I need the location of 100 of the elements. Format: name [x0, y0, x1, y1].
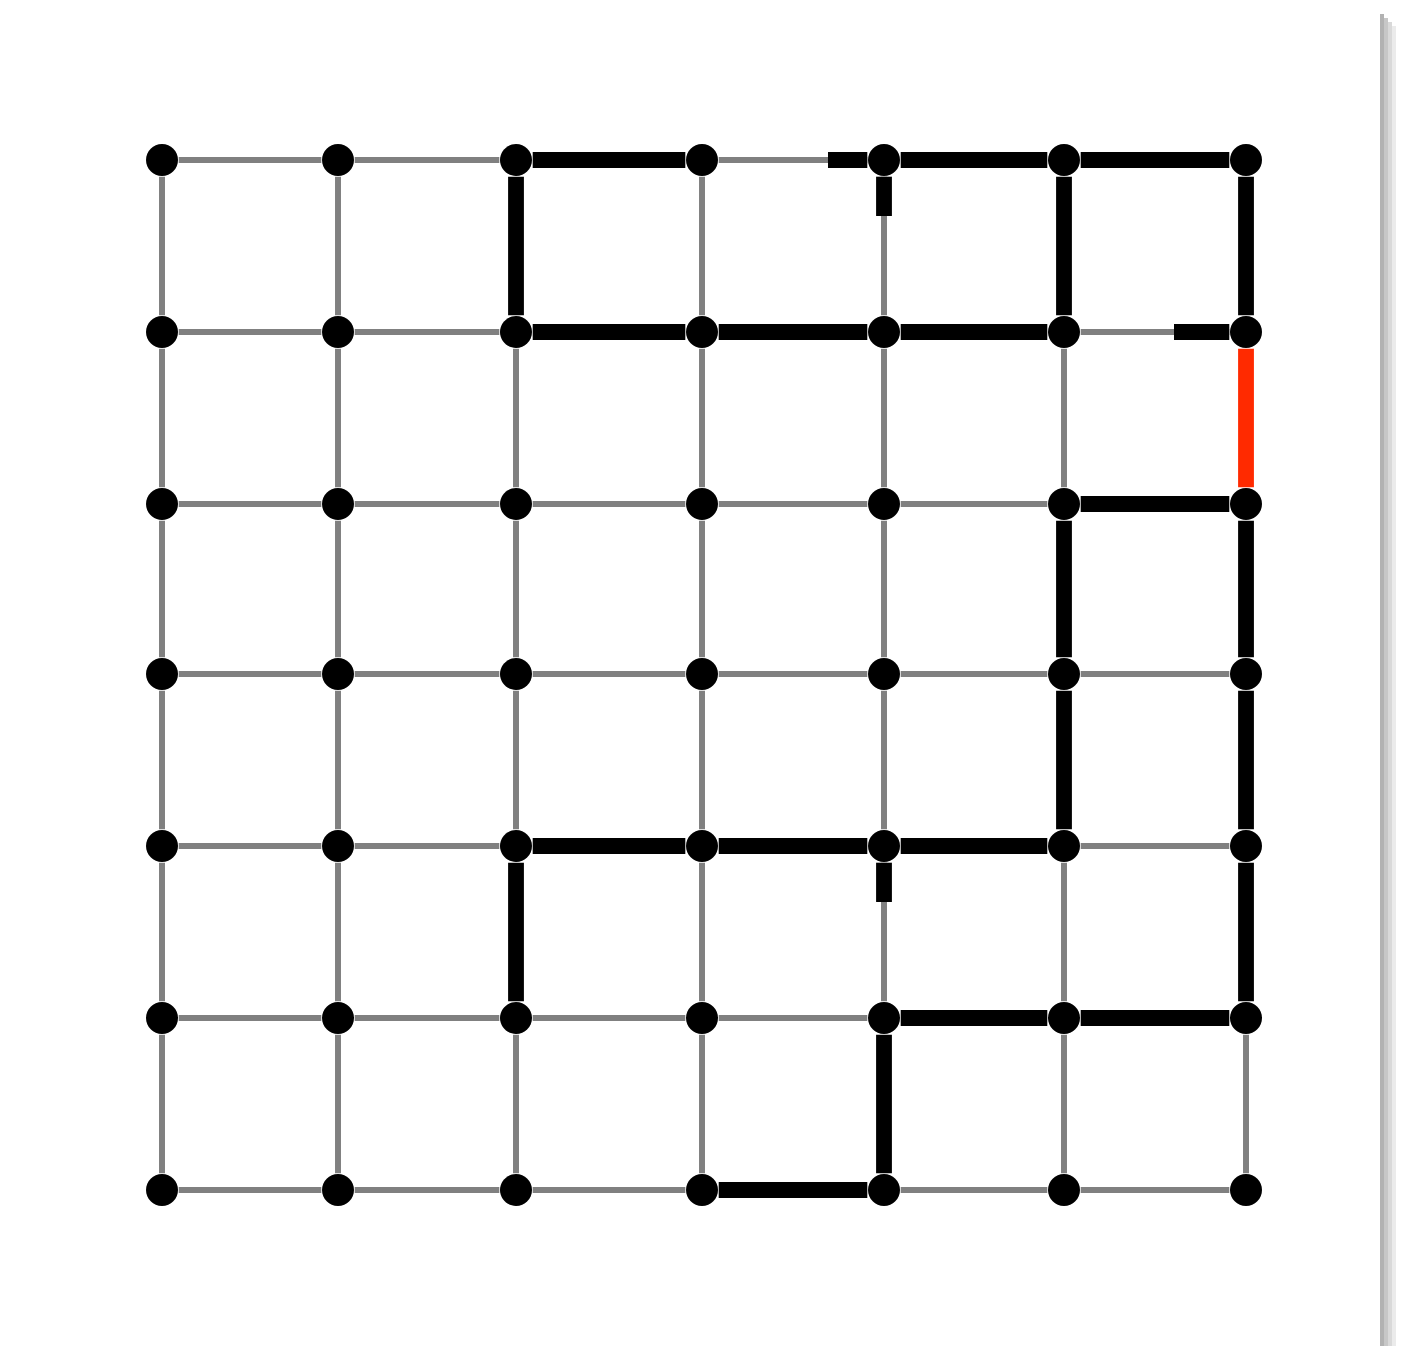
grid-line [699, 176, 705, 316]
grid-dot [868, 316, 900, 348]
path-segment [900, 838, 1048, 854]
path-stub [876, 862, 892, 902]
path-segment [1056, 690, 1072, 830]
path-segment [1238, 690, 1254, 830]
grid-dot [868, 1174, 900, 1206]
grid-line [881, 520, 887, 658]
grid-line [354, 843, 500, 849]
grid-dot [146, 316, 178, 348]
grid-dot [146, 658, 178, 690]
grid-dot [322, 658, 354, 690]
path-segment [508, 862, 524, 1002]
grid-dot [686, 1002, 718, 1034]
grid-dot [500, 1174, 532, 1206]
grid-line [335, 348, 341, 488]
path-segment [718, 1182, 868, 1198]
path-segment [532, 152, 686, 168]
grid-line [718, 671, 868, 677]
grid-dot [1230, 1174, 1262, 1206]
path-segment [1080, 152, 1230, 168]
grid-dot [686, 144, 718, 176]
grid-dot [868, 1002, 900, 1034]
grid-line [1061, 1034, 1067, 1174]
grid-dot [1230, 144, 1262, 176]
grid-dot [686, 830, 718, 862]
grid-line [1080, 843, 1230, 849]
grid-line [532, 501, 686, 507]
grid-dot [146, 830, 178, 862]
path-segment [900, 152, 1048, 168]
grid-dot [686, 316, 718, 348]
grid-dot [686, 488, 718, 520]
grid-line [178, 1015, 322, 1021]
grid-line [354, 329, 500, 335]
grid-dot [868, 488, 900, 520]
grid-dot [868, 658, 900, 690]
path-stub [828, 152, 868, 168]
grid-dot [1048, 1174, 1080, 1206]
grid-dot [1048, 316, 1080, 348]
grid-line [699, 862, 705, 1002]
grid-line [178, 1187, 322, 1193]
grid-line [159, 862, 165, 1002]
path-segment [508, 176, 524, 316]
grid-dot [500, 488, 532, 520]
path-segment [1238, 520, 1254, 658]
grid-dot [322, 488, 354, 520]
grid-line [335, 1034, 341, 1174]
grid-line [699, 348, 705, 488]
grid-line [881, 348, 887, 488]
grid-line [881, 690, 887, 830]
grid-line [900, 1187, 1048, 1193]
grid-line [354, 671, 500, 677]
path-stub [1174, 324, 1230, 340]
path-stub [876, 176, 892, 216]
grid-line [513, 1034, 519, 1174]
grid-line [354, 157, 500, 163]
grid-dot [500, 658, 532, 690]
grid-dot [1230, 488, 1262, 520]
grid-dot [500, 830, 532, 862]
grid-dot [686, 1174, 718, 1206]
grid-dot [1230, 316, 1262, 348]
grid-dot [322, 830, 354, 862]
grid-dot [1048, 488, 1080, 520]
grid-line [1061, 862, 1067, 1002]
path-segment [1080, 496, 1230, 512]
grid-line [900, 501, 1048, 507]
grid-line [699, 690, 705, 830]
grid-line [178, 843, 322, 849]
grid-dot [322, 144, 354, 176]
path-segment [1056, 520, 1072, 658]
grid-dot [146, 488, 178, 520]
grid-line [513, 690, 519, 830]
path-segment [1080, 1010, 1230, 1026]
grid-line [718, 1015, 868, 1021]
grid-dot [322, 1174, 354, 1206]
grid-line [699, 1034, 705, 1174]
grid-dot [868, 144, 900, 176]
grid-line [532, 671, 686, 677]
grid-dot [146, 1002, 178, 1034]
grid-line [335, 520, 341, 658]
grid-line [1243, 1034, 1249, 1174]
grid-line [1080, 671, 1230, 677]
grid-line [178, 501, 322, 507]
grid-dot [500, 144, 532, 176]
grid-line [335, 176, 341, 316]
grid-line [159, 690, 165, 830]
grid-line [513, 520, 519, 658]
grid-line [159, 520, 165, 658]
path-segment [1056, 176, 1072, 316]
grid-line [900, 671, 1048, 677]
grid-line [354, 501, 500, 507]
path-segment [718, 324, 868, 340]
grid-line [159, 1034, 165, 1174]
grid-line [335, 690, 341, 830]
path-segment [1238, 348, 1254, 488]
path-segment [876, 1034, 892, 1174]
path-segment [900, 1010, 1048, 1026]
grid-dot [322, 316, 354, 348]
grid-line [718, 501, 868, 507]
path-segment [1238, 176, 1254, 316]
